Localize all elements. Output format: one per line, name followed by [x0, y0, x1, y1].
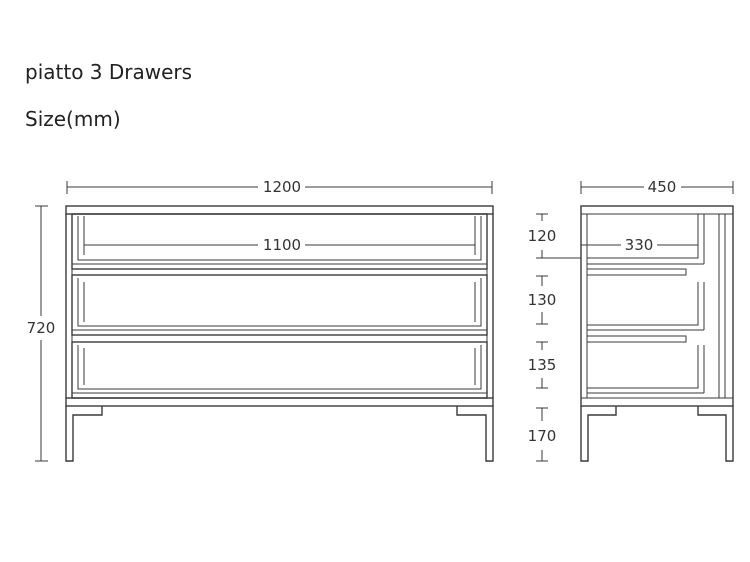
- product-title: piatto 3 Drawers: [25, 60, 193, 84]
- side-drawer-3: [587, 345, 705, 394]
- side-drawer-1: [586, 214, 705, 276]
- size-unit-label: Size(mm): [25, 107, 121, 131]
- front-drawer-2: [71, 274, 488, 336]
- front-view: 1200 720 1100: [27, 178, 494, 462]
- front-legs: [65, 406, 494, 462]
- side-inner-depth-dimension: 330: [581, 236, 698, 254]
- side-drawer-2: [586, 282, 705, 343]
- front-drawer-1: [71, 213, 488, 270]
- front-drawer-3: [71, 341, 488, 399]
- side-height-130-label: 130: [528, 291, 557, 309]
- side-depth-dimension: 450: [580, 178, 734, 196]
- side-view: 450 330: [528, 178, 734, 462]
- front-inner-width-dimension: 1100: [83, 236, 476, 254]
- side-height-170-label: 170: [528, 427, 557, 445]
- side-depth-label: 450: [648, 178, 677, 196]
- front-top-plate: [65, 205, 494, 215]
- front-width-label: 1200: [263, 178, 301, 196]
- side-inner-depth-label: 330: [625, 236, 654, 254]
- front-height-dimension: 720: [27, 205, 56, 462]
- side-carcass: [580, 205, 734, 407]
- side-height-135-label: 135: [528, 356, 557, 374]
- front-bottom-rail: [65, 397, 494, 407]
- front-width-dimension: 1200: [66, 178, 493, 196]
- side-height-120-label: 120: [528, 227, 557, 245]
- side-height-dimensions: 120 130 135 170: [528, 213, 581, 462]
- front-height-label: 720: [27, 319, 56, 337]
- front-inner-width-label: 1100: [263, 236, 301, 254]
- side-legs: [580, 406, 734, 462]
